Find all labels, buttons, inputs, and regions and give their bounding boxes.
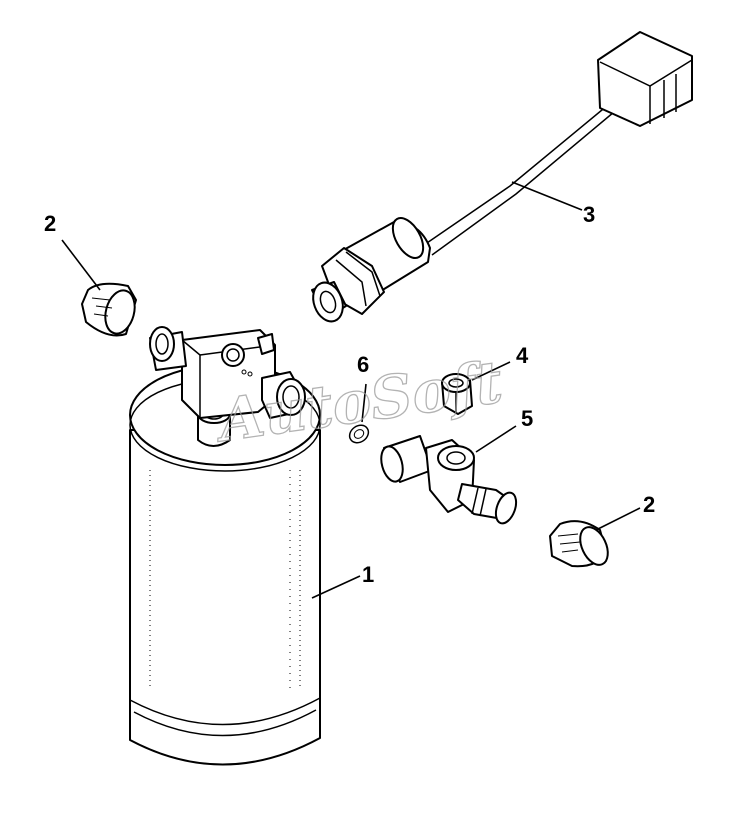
callout-o-ring: 6 xyxy=(357,352,369,377)
elbow-fitting xyxy=(380,435,518,525)
leader-lines xyxy=(61,181,641,599)
callout-elbow-fitting: 5 xyxy=(521,406,533,431)
callout-receiver-drier: 1 xyxy=(362,562,374,587)
callout-pressure-switch: 3 xyxy=(583,202,595,227)
o-ring xyxy=(348,424,370,444)
protective-cap-left xyxy=(81,282,137,337)
pressure-switch xyxy=(311,31,693,323)
callout-fitting-nut: 4 xyxy=(516,343,529,368)
callout-cap-left: 2 xyxy=(44,211,56,236)
receiver-drier xyxy=(129,326,321,766)
fitting-nut xyxy=(441,373,473,415)
protective-cap-right xyxy=(549,520,609,568)
callout-cap-right: 2 xyxy=(643,492,655,517)
